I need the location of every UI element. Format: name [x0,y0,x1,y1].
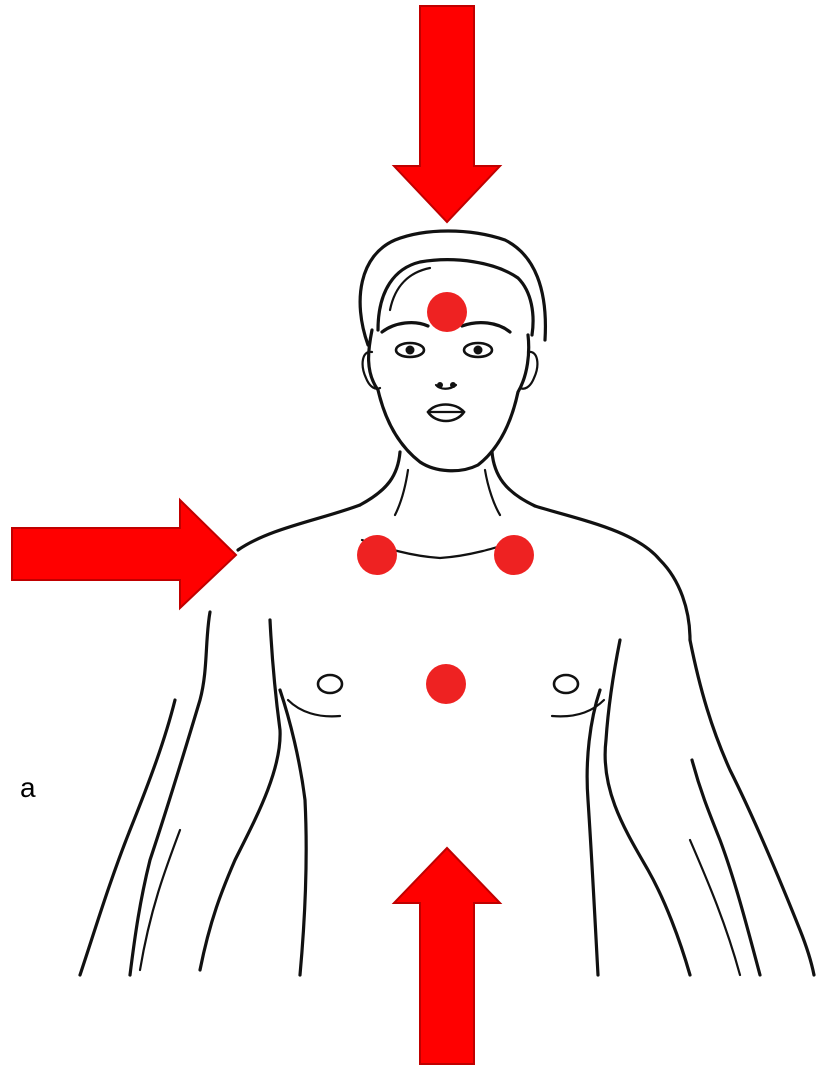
left-eyebrow [382,323,428,332]
arrows [12,6,500,1064]
neck-inner-left [395,470,408,515]
nostril-left [437,382,443,388]
neck-right [492,452,535,506]
nostril-right [450,382,456,388]
right-pupil [474,346,483,355]
right-arm-contour [690,840,740,975]
forehead-marker [427,292,467,332]
stray-text: a [20,772,36,804]
right-collarbone-marker [494,535,534,575]
left-pupil [406,346,415,355]
right-shoulder [535,506,690,640]
left-arm-contour [140,830,180,970]
right-nipple [554,675,578,693]
left-forearm-edge [80,700,175,975]
chest-center-marker [426,664,466,704]
left-ear [363,352,380,389]
right-arm-inner [605,640,690,975]
left-pectoral [288,700,340,716]
arrow-down-top [394,6,500,222]
arrow-right-left [12,500,236,608]
left-arm-outer [130,612,210,975]
arrow-up-bottom [394,848,500,1064]
torso-right-side [587,690,600,975]
left-arm-inner [200,620,280,970]
left-collarbone-marker [357,535,397,575]
markers [357,292,534,704]
neck-left [360,452,400,505]
left-nipple [318,675,342,693]
right-eyebrow [462,323,510,332]
torso-left-side [280,690,306,975]
left-shoulder [238,505,360,550]
face-outline [369,330,529,471]
